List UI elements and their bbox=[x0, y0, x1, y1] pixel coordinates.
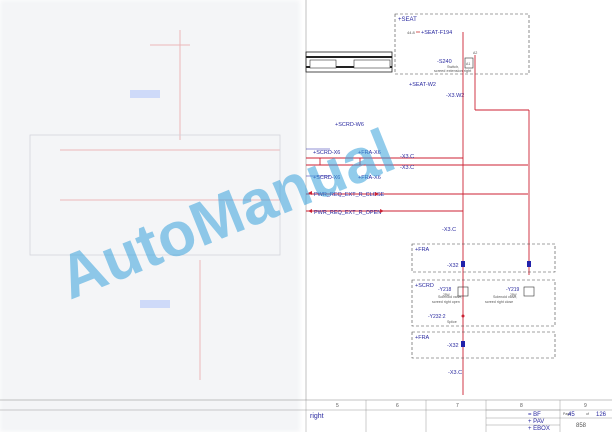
switch-desc2: screed extension right bbox=[434, 69, 472, 73]
svg-text:A1: A1 bbox=[466, 62, 470, 66]
valve1-desc2: screed right open bbox=[432, 300, 460, 304]
footer-row-pav: + PAV bbox=[528, 419, 544, 425]
splice-desc: Splice bbox=[447, 320, 457, 324]
fra-block-2 bbox=[411, 331, 556, 359]
scrd-x6-b: +SCRD-X6 bbox=[313, 175, 340, 181]
svg-text:A2: A2 bbox=[473, 51, 477, 55]
fra-x6-a: +FRA-X6 bbox=[358, 150, 381, 156]
page-total: 126 bbox=[596, 412, 607, 418]
valve1-desc1: Solenoid valve, bbox=[438, 295, 462, 299]
footer-grid bbox=[0, 400, 612, 432]
col-7: 7 bbox=[456, 403, 459, 409]
col-5: 5 bbox=[336, 403, 339, 409]
footer-row-ebox: + EBOX bbox=[528, 426, 550, 432]
fuse-num: 44.8 bbox=[407, 30, 416, 35]
seat-w2-label: +SEAT-W2 bbox=[409, 82, 436, 88]
x3-w2-label: -X3.W2 bbox=[446, 93, 464, 99]
svg-text:25W: 25W bbox=[510, 293, 517, 297]
seat-block bbox=[394, 13, 530, 75]
fra1-terminal: -X32 bbox=[447, 263, 459, 269]
valve1-symbol bbox=[457, 286, 469, 297]
fra-x6-b: +FRA-X6 bbox=[358, 175, 381, 181]
fra2-title: +FRA bbox=[415, 335, 430, 341]
signal-close[interactable]: PWR_REQ_EXT_R_CLOSE bbox=[314, 192, 385, 198]
col-6: 6 bbox=[396, 403, 399, 409]
connector-strip bbox=[305, 51, 393, 73]
fuse-label: +SEAT-F194 bbox=[421, 30, 452, 36]
svg-text:Page: Page bbox=[563, 412, 571, 416]
col-9: 9 bbox=[584, 403, 587, 409]
blurred-wires bbox=[29, 30, 281, 380]
fra-block-1 bbox=[411, 243, 556, 273]
wires-red bbox=[306, 32, 530, 370]
switch-symbol bbox=[464, 57, 474, 69]
valve2-symbol bbox=[523, 286, 535, 297]
svg-text:of: of bbox=[586, 412, 589, 416]
signal-open[interactable]: PWR_REQ_EXT_R_OPEN bbox=[314, 210, 381, 216]
doc-number: 858 bbox=[576, 423, 587, 429]
seat-title: +SEAT bbox=[398, 17, 417, 23]
scrd-title: +SCRD bbox=[415, 283, 434, 289]
footer-row-bf: = BF bbox=[528, 412, 541, 418]
switch-id: -S240 bbox=[437, 59, 452, 65]
x3c-label-d: -X3.C bbox=[448, 370, 462, 376]
scrd-x6-a: +SCRD-X6 bbox=[313, 150, 340, 156]
valve2-id: -Y219 bbox=[506, 287, 520, 293]
footer-page-label: right bbox=[310, 413, 324, 420]
col-8: 8 bbox=[520, 403, 523, 409]
blurred-left-region bbox=[0, 0, 300, 432]
scrd-w6-label: +SCRD-W6 bbox=[335, 122, 364, 128]
x3c-label-c: -X3.C bbox=[442, 227, 456, 233]
valve1-id: -Y218 bbox=[438, 287, 452, 293]
valve2-desc2: screed right close bbox=[485, 300, 513, 304]
valve2-desc1: Solenoid valve, bbox=[493, 295, 517, 299]
x3c-label-b: -X3.C bbox=[400, 165, 414, 171]
x3c-label-a: -X3.C bbox=[400, 154, 414, 160]
fra2-terminal: -X32 bbox=[447, 343, 459, 349]
svg-text:25W: 25W bbox=[443, 293, 450, 297]
scrd-block bbox=[411, 279, 556, 327]
splice-id: -Y232:2 bbox=[428, 314, 446, 320]
page-number: 45 bbox=[568, 412, 575, 418]
switch-desc1: Switch, bbox=[447, 65, 459, 69]
fra1-title: +FRA bbox=[415, 247, 430, 253]
